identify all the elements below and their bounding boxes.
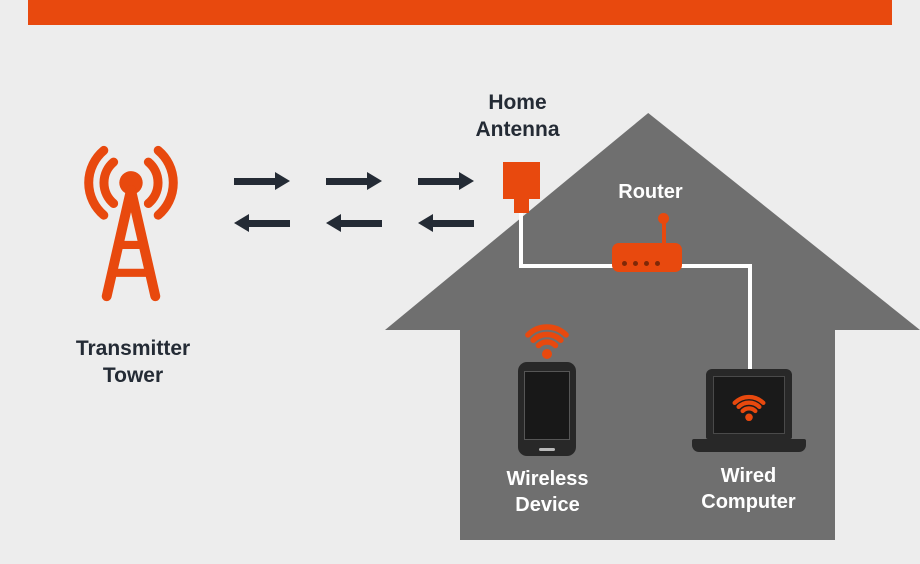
router-icon <box>612 243 682 272</box>
arrow-left-icon <box>234 214 290 232</box>
arrow-right-icon <box>418 172 474 190</box>
home-antenna-mount <box>514 199 529 213</box>
wireless-device-label: Wireless Device <box>506 468 589 516</box>
router-antenna <box>662 222 666 246</box>
transmitter-tower-icon <box>84 145 178 302</box>
top-accent-bar <box>28 0 892 25</box>
smartphone-icon <box>518 362 576 456</box>
router-port-dot <box>633 261 638 266</box>
smartphone-home-button <box>539 448 555 451</box>
cable-router-to-computer <box>678 264 752 268</box>
cable-antenna-to-router <box>519 264 616 268</box>
cable-computer-vertical <box>748 264 752 376</box>
arrow-left-icon <box>326 214 382 232</box>
home-antenna-icon <box>503 162 540 199</box>
signal-arrows-to-house <box>234 172 474 190</box>
laptop-icon <box>706 369 792 439</box>
arrow-right-icon <box>326 172 382 190</box>
home-antenna-label: Home Antenna <box>475 91 560 142</box>
cable-antenna-vertical <box>519 213 523 268</box>
laptop-screen <box>713 376 785 434</box>
wired-computer-label: Wired Computer <box>701 465 796 513</box>
signal-arrows-to-tower <box>234 214 474 232</box>
router-port-dot <box>622 261 627 266</box>
wifi-signal-icon <box>525 324 569 359</box>
laptop-base <box>692 439 806 452</box>
smartphone-screen <box>524 371 570 440</box>
transmitter-tower-label: Transmitter Tower <box>75 337 191 388</box>
router-label: Router <box>618 181 683 203</box>
arrow-left-icon <box>418 214 474 232</box>
arrow-right-icon <box>234 172 290 190</box>
wifi-signal-icon <box>732 394 766 422</box>
router-port-dot <box>644 261 649 266</box>
router-antenna-tip <box>658 213 669 224</box>
router-port-dot <box>655 261 660 266</box>
